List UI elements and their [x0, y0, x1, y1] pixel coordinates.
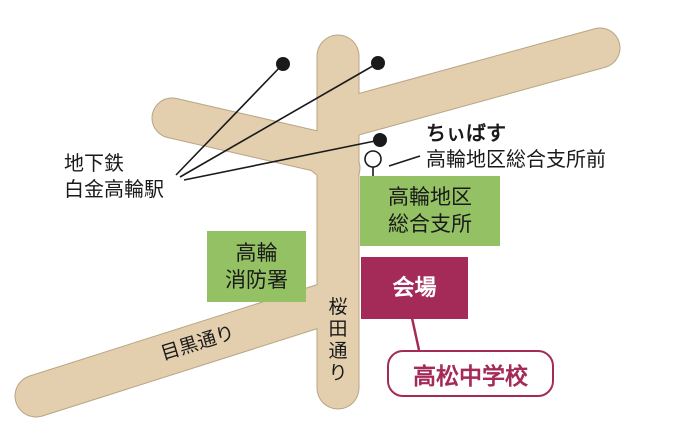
subway-leader-line — [179, 62, 379, 178]
station-exit-icon — [371, 56, 385, 70]
venue-connector-line — [410, 317, 421, 351]
branch-office-line2: 総合支所 — [388, 212, 472, 236]
sakurada-dori-label: 桜田通り — [328, 296, 348, 384]
subway-label-line2: 白金高輪駅 — [64, 177, 164, 201]
bus-stop-label-line1: ちぃばす — [426, 121, 506, 145]
subway-leader-line — [183, 139, 381, 181]
fire-station-box: 高輪 消防署 — [207, 231, 306, 302]
station-exit-icon — [276, 57, 290, 71]
subway-label-line1: 地下鉄 — [64, 151, 124, 175]
subway-label: 地下鉄 白金高輪駅 — [64, 150, 164, 202]
school-label-box: 高松中学校 — [387, 350, 554, 397]
venue-box: 会場 — [361, 257, 468, 319]
bus-stop-label: ちぃばす 高輪地区総合支所前 — [426, 120, 606, 172]
fire-station-line1: 高輪 — [235, 240, 278, 265]
subway-leader-line — [175, 63, 284, 176]
bus-stop-label-line2: 高輪地区総合支所前 — [426, 147, 606, 171]
venue-label: 会場 — [392, 275, 437, 301]
fire-station-line2: 消防署 — [225, 267, 288, 292]
branch-office-box: 高輪地区 総合支所 — [360, 176, 500, 246]
station-exit-icon — [373, 133, 387, 147]
school-label: 高松中学校 — [413, 363, 528, 390]
branch-office-line1: 高輪地区 — [388, 185, 472, 209]
bus-leader-line — [388, 155, 421, 167]
